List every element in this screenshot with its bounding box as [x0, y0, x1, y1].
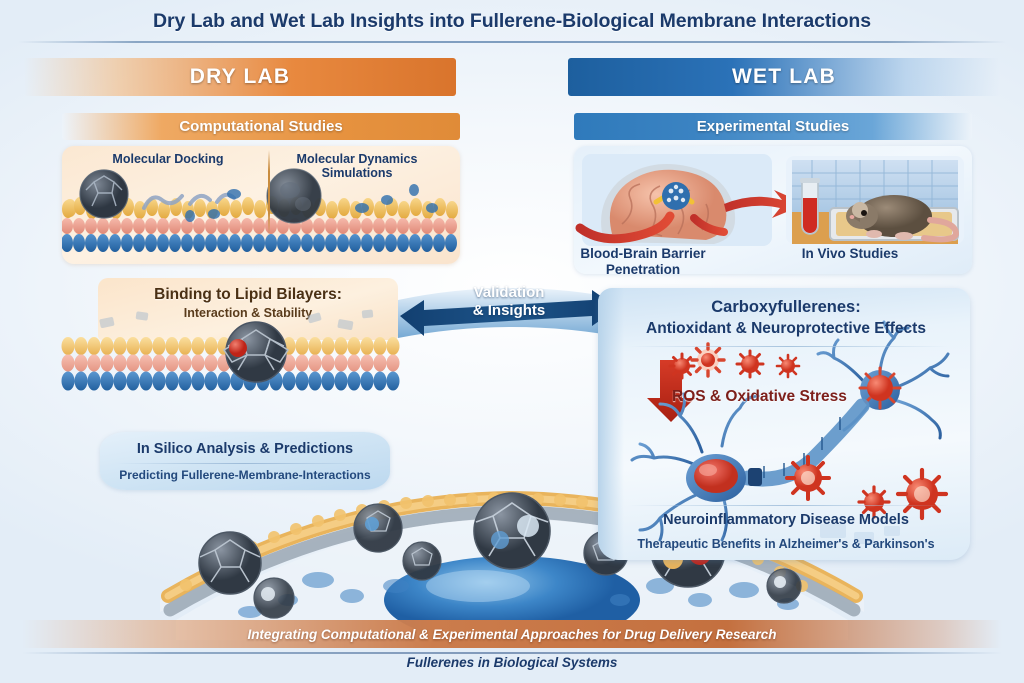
neuroinflammatory-title: Neuroinflammatory Disease Models — [663, 512, 909, 528]
carboxyfullerenes-divider — [628, 346, 948, 347]
fullerene-icon — [766, 568, 802, 604]
bbb-line-1: Blood-Brain Barrier — [580, 246, 706, 261]
in-silico-panel — [100, 432, 390, 490]
validation-label: Validation & Insights — [396, 284, 622, 320]
ros-particle-icon — [668, 342, 801, 380]
validation-line-2: & Insights — [472, 302, 546, 319]
neuroinflammatory-subtitle: Therapeutic Benefits in Alzheimer's & Pa… — [637, 537, 935, 551]
fullerene-icon — [473, 492, 551, 570]
carboxyfullerenes-subtitle: Antioxidant & Neuroprotective Effects — [646, 320, 926, 337]
panel-divider — [268, 150, 270, 235]
carboxyfullerenes-panel — [598, 288, 970, 560]
mouse-icon — [786, 156, 964, 244]
fullerene-icon — [198, 531, 262, 595]
molecular-simulation-illustration — [62, 168, 458, 252]
validation-connector: Validation & Insights — [396, 278, 622, 340]
fullerene-icon — [266, 168, 322, 224]
binding-subtitle: Interaction & Stability — [183, 306, 313, 320]
binding-title: Binding to Lipid Bilayers: — [154, 286, 342, 303]
wet-lab-header: WET LAB — [568, 58, 1000, 96]
experimental-studies-panel — [574, 146, 972, 274]
in-silico-title: In Silico Analysis & Predictions — [136, 441, 354, 457]
bbb-line-2: Penetration — [605, 262, 681, 278]
ros-particle-icon — [785, 455, 949, 521]
molecular-docking-label: Molecular Docking — [112, 152, 224, 166]
footer-banner: Integrating Computational & Experimental… — [22, 620, 1002, 648]
title-divider — [18, 41, 1006, 43]
blood-brain-barrier-label: Blood-Brain Barrier Penetration — [548, 246, 738, 278]
test-tube-icon — [800, 178, 820, 235]
in-vivo-studies-label: In Vivo Studies — [801, 246, 899, 261]
validation-line-1: Validation — [473, 284, 545, 301]
dry-lab-header: DRY LAB — [24, 58, 456, 96]
fullerene-icon — [353, 503, 403, 553]
neuron-icon — [816, 320, 950, 440]
fullerene-icon — [402, 541, 442, 581]
neuron-icon — [630, 392, 760, 542]
dry-lab-subheader: Computational Studies — [62, 113, 460, 140]
fullerene-icon — [253, 577, 295, 619]
title-block: Dry Lab and Wet Lab Insights into Fuller… — [0, 10, 1024, 43]
neuron-illustration — [630, 320, 950, 544]
in-silico-divider — [116, 463, 374, 464]
molecular-dynamics-label: Molecular Dynamics Simulations — [262, 152, 452, 181]
brain-icon — [575, 154, 806, 246]
computational-studies-panel — [62, 146, 460, 264]
md-line-1: Molecular Dynamics — [296, 152, 418, 166]
wet-lab-subheader: Experimental Studies — [574, 113, 972, 140]
carboxyfullerenes-title: Carboxyfullerenes: — [711, 298, 861, 316]
md-line-2: Simulations — [321, 166, 393, 181]
footer-caption: Fullerenes in Biological Systems — [406, 655, 618, 670]
neuro-divider — [628, 505, 948, 506]
ros-oxidative-stress-label: ROS & Oxidative Stress — [672, 388, 847, 405]
in-silico-subtitle: Predicting Fullerene-Membrane-Interactio… — [119, 468, 371, 482]
page-title: Dry Lab and Wet Lab Insights into Fuller… — [153, 10, 871, 32]
footer-divider — [22, 652, 1002, 654]
fullerene-icon — [79, 169, 129, 219]
